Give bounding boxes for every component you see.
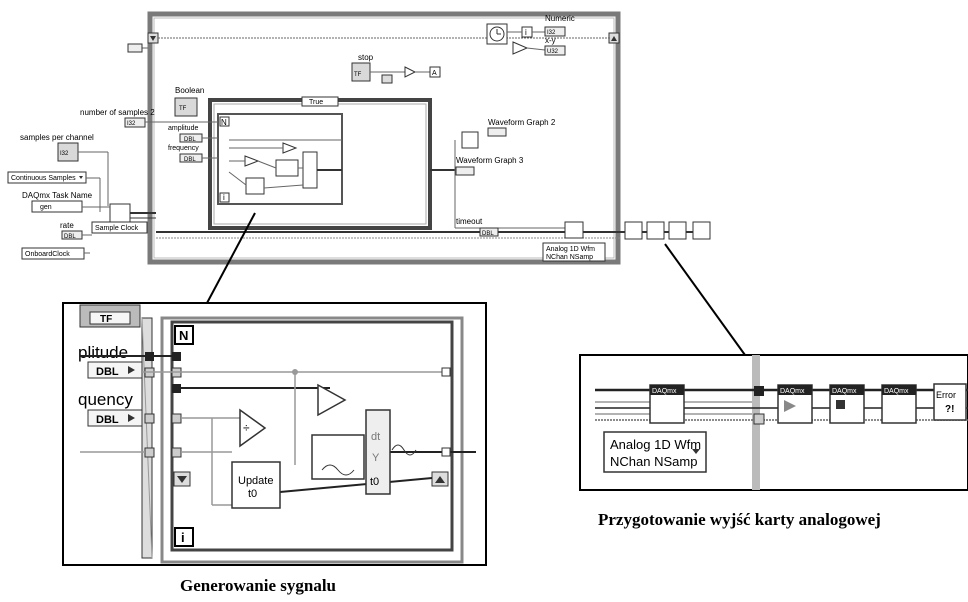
stop-label: stop (358, 53, 374, 62)
shift-register-left[interactable] (148, 33, 158, 43)
svg-text:DBL: DBL (64, 234, 76, 240)
daqmx-write-node[interactable] (565, 222, 583, 238)
svg-text:TF: TF (179, 106, 187, 112)
caption-left: Generowanie sygnalu (180, 576, 336, 596)
i-index-text: i (525, 28, 527, 37)
daqmx-start-node[interactable] (625, 222, 642, 239)
svg-text:A: A (432, 70, 437, 77)
svg-text:Error: Error (936, 390, 956, 400)
svg-text:DAQmx: DAQmx (780, 388, 805, 395)
zoom-sine-gen-node[interactable] (312, 435, 364, 479)
svg-text:DBL: DBL (96, 366, 119, 378)
sine-gen-node[interactable] (276, 160, 298, 176)
svg-text:Y: Y (372, 452, 380, 464)
svg-text:DBL: DBL (482, 231, 494, 237)
svg-text:OnboardClock: OnboardClock (25, 251, 70, 258)
rate-label: rate (60, 221, 74, 230)
svg-text:DAQmx: DAQmx (652, 388, 677, 395)
divide-node[interactable] (245, 156, 258, 166)
svg-text:TF: TF (354, 72, 362, 78)
svg-text:DAQmx: DAQmx (832, 388, 857, 395)
svg-text:TF: TF (100, 314, 112, 325)
update-t0-node[interactable] (246, 178, 264, 194)
caption-right: Przygotowanie wyjść karty analogowej (598, 510, 881, 530)
svg-text:DBL: DBL (184, 137, 196, 143)
xy-label: x-y (545, 36, 556, 45)
stop-const[interactable] (382, 75, 392, 83)
daqmx-stop-node[interactable] (647, 222, 664, 239)
samples-per-channel-label: samples per channel (20, 133, 94, 142)
waveform-graph-3-terminal[interactable] (456, 167, 474, 175)
svg-text:NChan NSamp: NChan NSamp (546, 254, 593, 261)
svg-text:gen: gen (40, 204, 52, 211)
frequency-label: frequency (168, 145, 199, 152)
svg-text:U32: U32 (547, 49, 559, 55)
svg-text:DAQmx: DAQmx (884, 388, 909, 395)
i-index-box (522, 27, 532, 37)
svg-text:DBL: DBL (184, 157, 196, 163)
svg-text:Sample Clock: Sample Clock (95, 225, 139, 232)
boolean-label: Boolean (175, 86, 204, 95)
zoom-frequency-label: quency (78, 390, 133, 409)
build-waveform-node[interactable] (303, 152, 317, 188)
numeric-label: Numeric (545, 14, 575, 23)
svg-text:i: i (223, 193, 225, 202)
svg-text:Analog 1D Wfm: Analog 1D Wfm (610, 437, 701, 452)
waveform-graph-2-icon[interactable] (462, 132, 478, 148)
svg-text:t0: t0 (370, 476, 379, 488)
not-node[interactable] (405, 67, 415, 77)
svg-text:i: i (181, 530, 185, 545)
svg-text:N: N (179, 328, 188, 343)
amplitude-label: amplitude (168, 125, 198, 132)
svg-text:Update: Update (238, 475, 273, 487)
daqmx-clear-node[interactable] (669, 222, 686, 239)
svg-text:N: N (221, 118, 227, 127)
case-structure[interactable] (210, 100, 430, 228)
number-of-samples-label: number of samples 2 (80, 108, 155, 117)
timeout-label: timeout (456, 217, 483, 226)
waveform-graph-2-terminal[interactable] (488, 128, 506, 136)
multiply-node[interactable] (283, 143, 296, 153)
svg-text:÷: ÷ (243, 421, 250, 435)
task-name-label: DAQmx Task Name (22, 191, 93, 200)
svg-text:True: True (309, 99, 323, 106)
subtract-node[interactable] (513, 42, 527, 54)
error-in-terminal[interactable] (128, 44, 142, 52)
svg-text:NChan NSamp: NChan NSamp (610, 454, 697, 469)
for-loop[interactable] (218, 114, 342, 204)
svg-text:?!: ?! (945, 404, 954, 415)
svg-text:t0: t0 (248, 488, 257, 500)
zoom-right-pointer (665, 244, 745, 355)
svg-text:Analog 1D Wfm: Analog 1D Wfm (546, 246, 595, 253)
svg-text:I32: I32 (60, 151, 69, 157)
svg-text:DBL: DBL (96, 414, 119, 426)
svg-text:Continuous Samples: Continuous Samples (11, 175, 76, 182)
error-handler-node[interactable] (693, 222, 710, 239)
shift-register-right[interactable] (609, 33, 619, 43)
zoom-amplitude-label: plitude (78, 343, 128, 362)
svg-text:dt: dt (371, 431, 380, 443)
waveform-graph-2-label: Waveform Graph 2 (488, 118, 556, 127)
tick-count-node[interactable] (487, 24, 507, 44)
waveform-graph-3-label: Waveform Graph 3 (456, 156, 524, 165)
case-selector[interactable]: True (302, 97, 338, 106)
daqmx-timing-node[interactable] (110, 204, 130, 222)
svg-text:I32: I32 (127, 121, 136, 127)
